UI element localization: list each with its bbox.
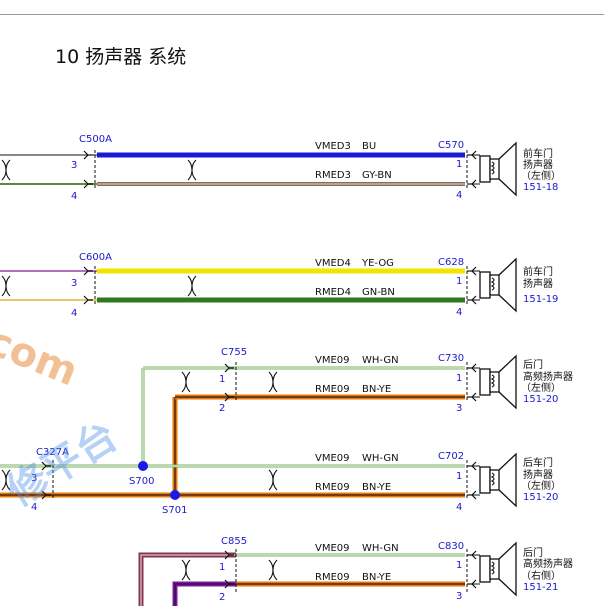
circuit-label: RME09 [315, 572, 350, 583]
speaker-side: （左侧） [521, 381, 561, 394]
pin-label: 1 [456, 276, 462, 287]
circuit-front-left: C500A 3 4 VMED3 BU RMED3 GY-BN C570 1 4 … [0, 134, 561, 202]
speaker-icon [479, 453, 517, 507]
connector-label: C855 [221, 536, 247, 547]
circuit-label: RME09 [315, 384, 350, 395]
splice-label: S701 [162, 505, 187, 516]
wire-color-label: BU [362, 141, 376, 152]
pin-label: 1 [456, 373, 462, 384]
speaker-icon [479, 142, 517, 196]
pin-label: 4 [31, 502, 37, 513]
pin-label: 3 [71, 160, 77, 171]
harness-break [187, 159, 197, 181]
circuit-label: VMED4 [315, 258, 351, 269]
connector-label: C755 [221, 347, 247, 358]
circuit-label: VME09 [315, 355, 350, 366]
speaker-name: 后车门 [523, 456, 553, 469]
speaker-ref: 151-20 [523, 492, 558, 503]
pin-label: 3 [456, 403, 462, 414]
speaker-icon [479, 355, 517, 409]
wire-color-label: BN-YE [362, 384, 391, 395]
speaker-name: 后门 [523, 358, 543, 371]
speaker-side: （左侧） [521, 169, 561, 182]
top-rule [0, 14, 604, 15]
wire-color-label: WH-GN [362, 453, 399, 464]
harness-break [1, 275, 11, 297]
pin-label: 1 [219, 562, 225, 573]
circuit-rear-right: C855 1 2 VME09 WH-GN RME09 BN-YE C830 1 … [138, 536, 573, 606]
circuit-front-right: C600A 3 4 VMED4 YE-OG RMED4 GN-BN C628 1… [0, 252, 558, 319]
speaker-ref: 151-21 [523, 582, 558, 593]
harness-break [181, 559, 191, 581]
speaker-icon [479, 258, 517, 312]
speaker-side: （左侧） [521, 479, 561, 492]
harness-break [268, 469, 278, 491]
connector-label: C600A [79, 252, 112, 263]
pin-label: 1 [456, 560, 462, 571]
pin-label: 1 [456, 159, 462, 170]
wire-color-label: BN-YE [362, 482, 391, 493]
speaker-name: 前车门 [523, 147, 553, 160]
pin-label: 1 [456, 471, 462, 482]
wire-stub-violet [172, 581, 236, 606]
pin-label: 2 [219, 403, 225, 414]
circuit-label: RMED4 [315, 287, 351, 298]
circuit-label: VME09 [315, 453, 350, 464]
wire-color-label: YE-OG [361, 258, 394, 269]
wire-color-label: WH-GN [362, 543, 399, 554]
wire-stripe [174, 583, 236, 606]
pin-label: 4 [456, 502, 462, 513]
pin-label: 3 [71, 278, 77, 289]
pin-label: 3 [31, 473, 37, 484]
pin-label: 2 [219, 592, 225, 603]
circuit-rear-left: C755 1 2 VME09 WH-GN RME09 BN-YE C730 1 … [141, 347, 573, 495]
pin-label: 4 [71, 191, 77, 202]
speaker-name: 扬声器 [523, 158, 553, 171]
circuit-label: VME09 [315, 543, 350, 554]
pin-label: 4 [71, 308, 77, 319]
speaker-icon [479, 542, 517, 596]
splice-label: S700 [129, 476, 154, 487]
circuit-label: RME09 [315, 482, 350, 493]
connector-label: C702 [438, 451, 464, 462]
connector-label: C730 [438, 353, 464, 364]
wire-color-label: WH-GN [362, 355, 399, 366]
harness-break [268, 559, 278, 581]
speaker-ref: 151-19 [523, 294, 558, 305]
wire-stripe [140, 554, 236, 606]
circuit-label: RMED3 [315, 170, 351, 181]
harness-break [268, 371, 278, 393]
pin-label: 1 [219, 374, 225, 385]
pin-label: 4 [456, 307, 462, 318]
speaker-name: 前车门 [523, 265, 553, 278]
speaker-ref: 151-20 [523, 394, 558, 405]
speaker-name: 高频扬声器 [523, 557, 573, 570]
speaker-name: 扬声器 [523, 277, 553, 290]
speaker-name: 扬声器 [523, 468, 553, 481]
connector-label: C628 [438, 257, 464, 268]
wire-color-label: GY-BN [362, 170, 392, 181]
splice-s700-dot [138, 461, 148, 471]
harness-break [187, 275, 197, 297]
circuit-label: VMED3 [315, 141, 351, 152]
pin-label: 3 [456, 591, 462, 602]
connector-label: C500A [79, 134, 112, 145]
speaker-name: 高频扬声器 [523, 370, 573, 383]
connector-label: C570 [438, 140, 464, 151]
connector-label: C830 [438, 541, 464, 552]
speaker-side: （右侧） [521, 569, 561, 582]
circuit-rear-door-left: C327A 3 4 S700 S701 VME09 WH-GN RME09 BN… [0, 447, 561, 516]
harness-break [1, 159, 11, 181]
splice-s701-dot [170, 490, 180, 500]
speaker-ref: 151-18 [523, 182, 558, 193]
speaker-name: 后门 [523, 546, 543, 559]
connector-label: C327A [36, 447, 69, 458]
page-title: 10 扬声器 系统 [55, 46, 187, 68]
wire-color-label: GN-BN [362, 287, 395, 298]
harness-break [181, 371, 191, 393]
pin-label: 4 [456, 190, 462, 201]
wire-color-label: BN-YE [362, 572, 391, 583]
